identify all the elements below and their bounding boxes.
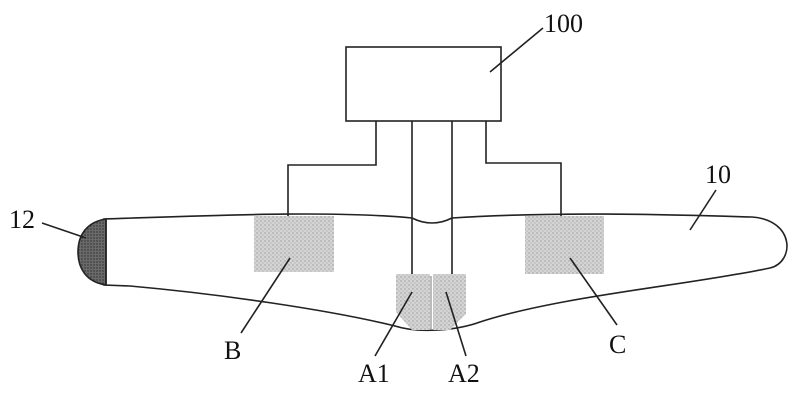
label-12: 12 bbox=[9, 205, 35, 234]
leader-a2 bbox=[445, 291, 467, 357]
wire-to-c bbox=[485, 121, 562, 216]
tip-cap bbox=[77, 218, 107, 286]
leader-a1 bbox=[374, 291, 413, 357]
label-a2: A2 bbox=[448, 359, 480, 388]
label-b: B bbox=[224, 336, 241, 365]
label-a1: A1 bbox=[358, 359, 390, 388]
label-10: 10 bbox=[705, 160, 731, 189]
patch-body bbox=[103, 213, 788, 332]
wire-to-b bbox=[287, 121, 377, 216]
leader-b bbox=[240, 257, 291, 334]
electrode-pad-a1 bbox=[396, 274, 430, 330]
label-c: C bbox=[609, 330, 626, 359]
leader-c bbox=[569, 257, 618, 326]
leader-10 bbox=[689, 189, 717, 231]
electrode-pad-b bbox=[254, 216, 334, 272]
label-100: 100 bbox=[544, 9, 583, 38]
leader-12 bbox=[41, 222, 87, 239]
controller-box bbox=[345, 46, 502, 122]
electrode-pad-c bbox=[525, 216, 604, 274]
leader-100 bbox=[489, 27, 544, 73]
